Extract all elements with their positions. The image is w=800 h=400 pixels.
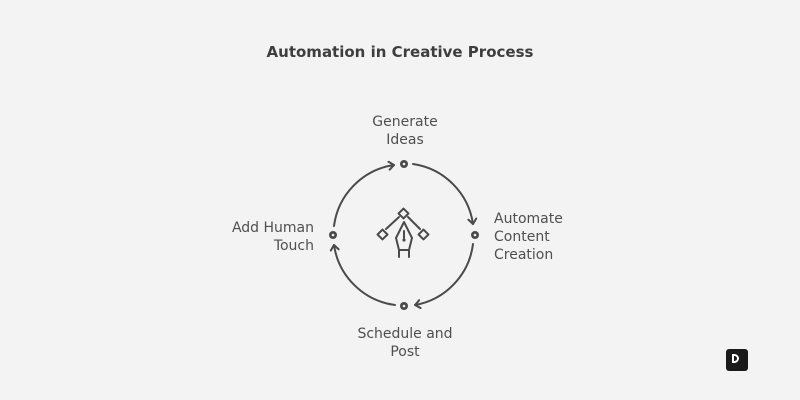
node-dot-generate — [400, 160, 408, 168]
step-label-schedule-and-post: Schedule and Post — [320, 325, 490, 361]
node-dot-schedule — [400, 302, 408, 310]
step-label-line: Ideas — [386, 132, 424, 148]
node-dot-automate — [471, 231, 479, 239]
step-label-line: Post — [390, 344, 420, 360]
step-label-line: Content — [494, 229, 550, 245]
step-label-line: Touch — [273, 238, 314, 254]
step-label-line: Creation — [494, 247, 554, 263]
arc-generate-to-automate — [412, 163, 478, 225]
step-label-add-human-touch: Add Human Touch — [190, 219, 314, 255]
step-label-automate-content-creation: Automate Content Creation — [494, 210, 624, 264]
arc-touch-to-generate — [333, 160, 395, 227]
pen-tool-bezier-icon — [376, 207, 430, 258]
step-label-line: Add Human — [231, 220, 314, 236]
arc-automate-to-schedule — [414, 243, 474, 310]
step-label-line: Generate — [372, 114, 438, 130]
arc-schedule-to-touch — [329, 244, 396, 306]
step-label-line: Schedule and — [357, 326, 453, 342]
brand-logo-icon — [726, 349, 748, 371]
step-label-line: Automate — [494, 211, 563, 227]
page-title: Automation in Creative Process — [266, 43, 534, 61]
step-label-generate-ideas: Generate Ideas — [330, 113, 480, 149]
node-dot-touch — [329, 231, 337, 239]
